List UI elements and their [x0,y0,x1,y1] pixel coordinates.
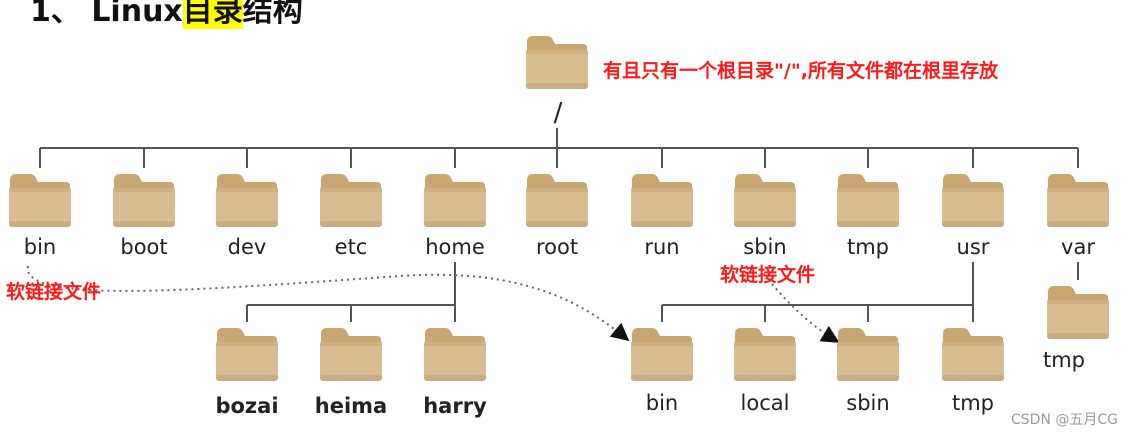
dir-label-home: home [425,235,485,259]
tree-connectors [39,128,1079,322]
root-label: / [553,98,563,128]
dir-label-bin: bin [23,235,57,259]
heading: 1、 Linux目录结构 [30,0,303,30]
folder-icon-var [1047,174,1109,227]
watermark: CSDN @五月CG [1011,412,1118,428]
folder-icon-sbin [734,174,796,227]
folder-icon-bozai [216,328,278,381]
folder-icon-dev [216,174,278,227]
dir-label-var: var [1061,235,1095,259]
folder-icon-bin [9,174,71,227]
folder-icon-usr-local [734,328,796,381]
symlink-arrow-bin [26,265,630,342]
dir-label-usr-tmp: tmp [951,391,995,415]
dir-label-usr-local: local [740,391,790,415]
dir-label-root: root [535,235,579,259]
symlink-note-sbin: 软链接文件 [720,264,816,286]
dir-label-boot: boot [120,235,168,259]
dir-label-sbin: sbin [743,235,787,259]
dir-label-usr-sbin: sbin [846,391,890,415]
heading-prefix: 1、 Linux [30,0,183,29]
dir-label-var-tmp: tmp [1042,348,1086,372]
heading-suffix: 结构 [242,0,303,29]
folder-icon-var-tmp [1047,286,1109,339]
dir-label-etc: etc [334,235,368,259]
dir-label-tmp: tmp [846,235,890,259]
folder-icon-boot [113,174,175,227]
dir-label-heima: heima [314,394,388,418]
folder-icon-etc [320,174,382,227]
folder-icon-usr-tmp [942,328,1004,381]
folder-icon-heima [320,328,382,381]
folder-icon-home [424,174,486,227]
folder-icon-usr-sbin [837,328,899,381]
dir-label-harry: harry [423,394,487,418]
dir-label-bozai: bozai [215,394,279,418]
symlink-arrow-sbin [771,283,840,343]
dir-label-usr: usr [956,235,990,259]
root-note: 有且只有一个根目录"/",所有文件都在根里存放 [603,60,998,82]
folder-icon-harry [424,328,486,381]
folder-icon-usr [942,174,1004,227]
folder-icon-tmp [837,174,899,227]
root-folder-icon [526,36,588,89]
folder-icon-usr-bin [631,328,693,381]
symlink-note-bin: 软链接文件 [6,281,102,303]
folder-icon-run [631,174,693,227]
dir-label-dev: dev [227,235,267,259]
dir-label-usr-bin: bin [645,391,679,415]
folder-icon-root [526,174,588,227]
heading-highlight: 目录 [182,0,243,29]
dir-label-run: run [644,235,680,259]
